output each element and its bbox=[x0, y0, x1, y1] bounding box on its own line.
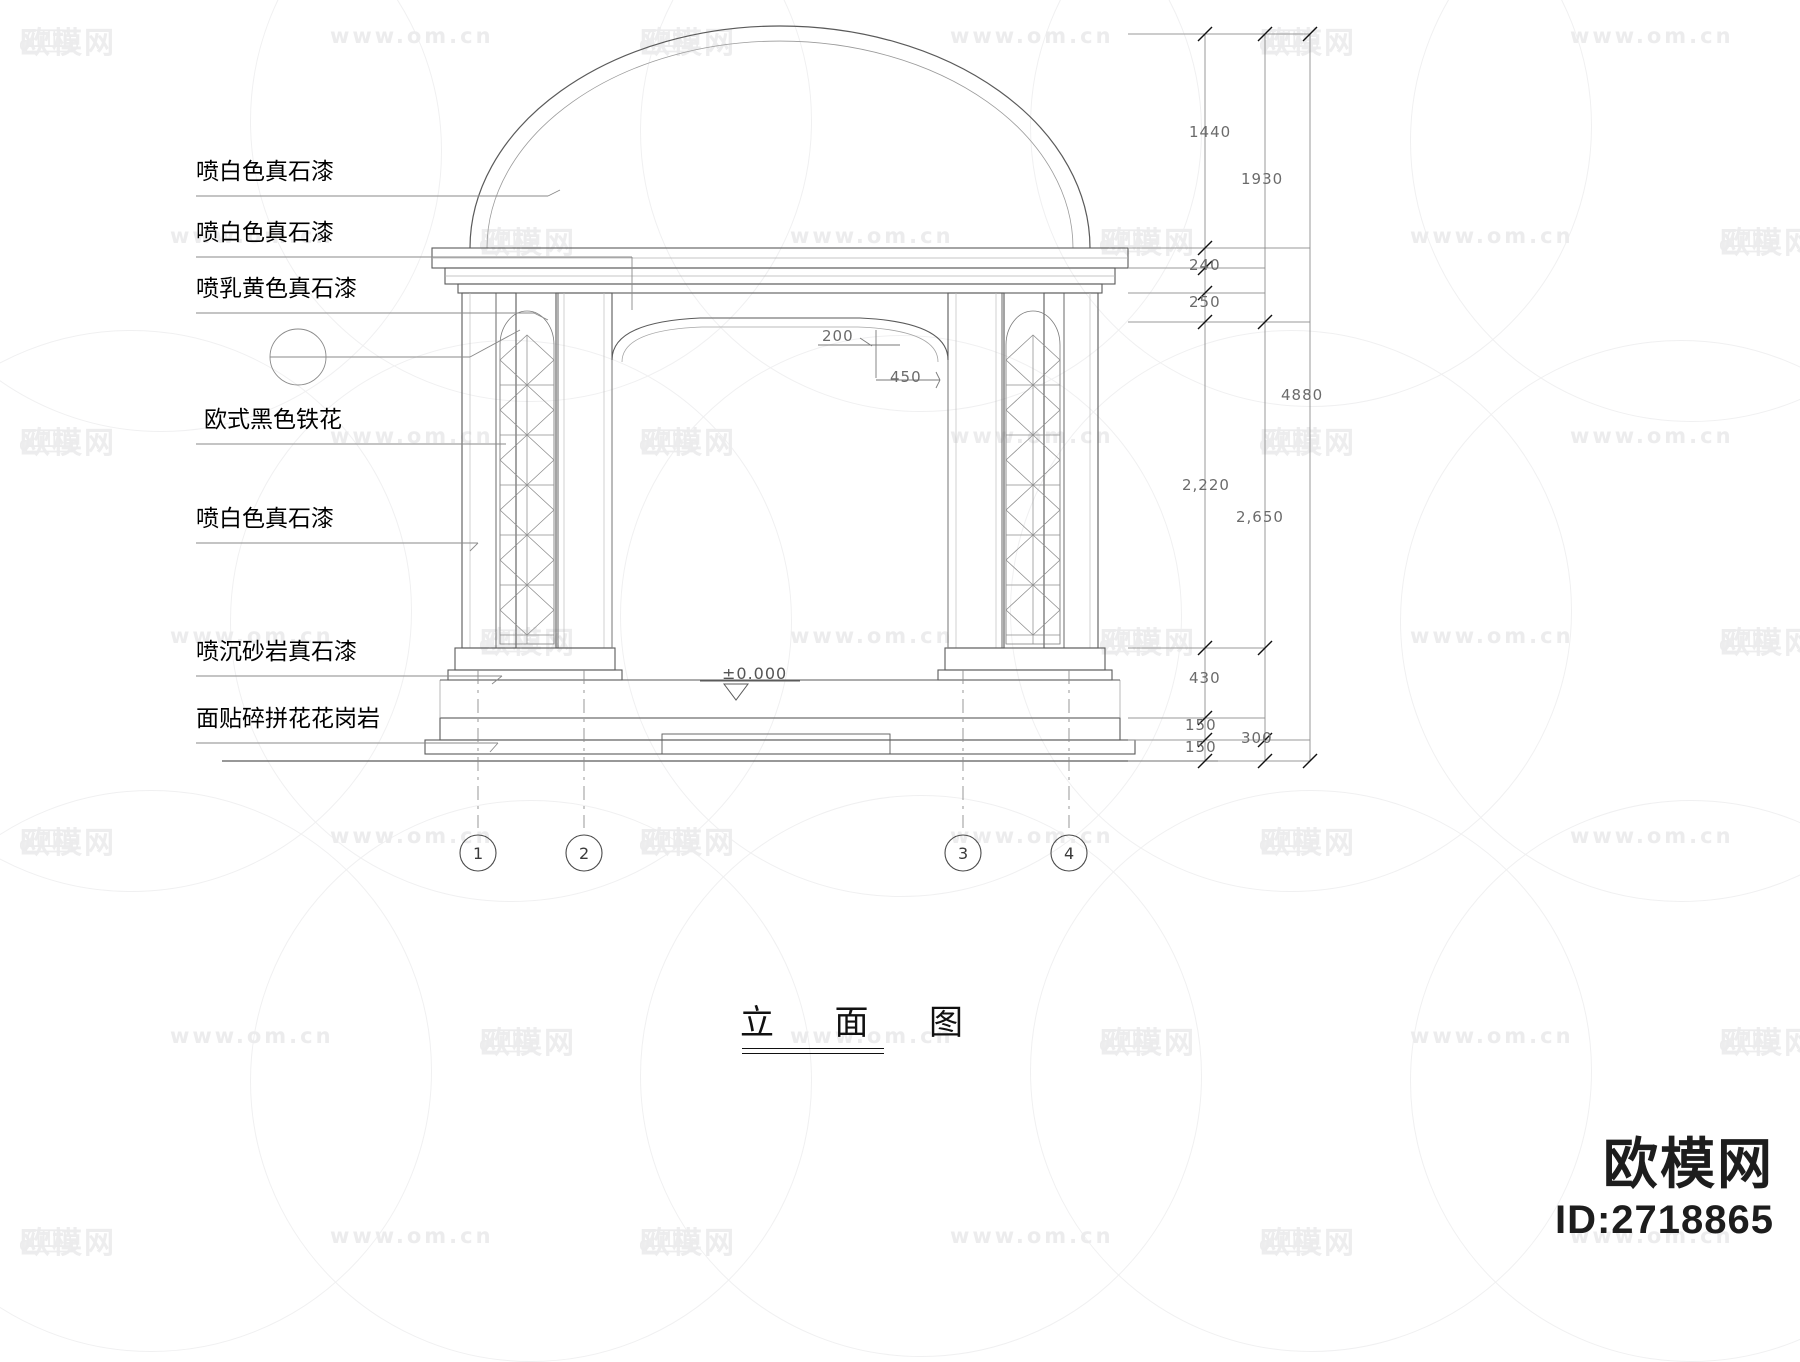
grid-marker-1: 1 bbox=[473, 844, 484, 863]
title-underline-secondary bbox=[742, 1053, 884, 1054]
leader-lines bbox=[196, 189, 633, 753]
material-annotation-a7: 面贴碎拼花花岗岩 bbox=[196, 706, 380, 731]
dimension-label-vertical_inner-4: 430 bbox=[1189, 669, 1221, 687]
cornice bbox=[431, 247, 1129, 294]
drawing-title: 立 面 图 bbox=[740, 1005, 989, 1042]
dimension-label-vertical_inner-5: 150 bbox=[1185, 716, 1217, 734]
material-annotation-a3: 喷乳黄色真石漆 bbox=[196, 276, 357, 301]
material-annotation-a2: 喷白色真石漆 bbox=[196, 220, 334, 245]
column-right bbox=[937, 292, 1113, 681]
brand-block: 欧模网 ID:2718865 bbox=[1555, 1133, 1774, 1244]
grid-marker-2: 2 bbox=[579, 844, 590, 863]
grid-reference-lines bbox=[477, 670, 1070, 828]
material-annotation-a1: 喷白色真石漆 bbox=[196, 159, 334, 184]
brand-name: 欧模网 bbox=[1602, 1132, 1774, 1195]
dome-outline bbox=[469, 25, 1091, 249]
dimension-label-vertical_inner-3: 2,220 bbox=[1182, 476, 1230, 494]
base-plinth bbox=[424, 679, 1136, 755]
dimension-label-arch_detail-1: 450 bbox=[890, 368, 922, 386]
material-annotation-a6: 喷沉砂岩真石漆 bbox=[196, 639, 357, 664]
dimension-label-vertical_middle-2: 300 bbox=[1241, 729, 1273, 747]
dimension-label-vertical_middle-1: 2,650 bbox=[1236, 508, 1284, 526]
ironwork-left bbox=[499, 334, 555, 644]
arch-dimension-detail bbox=[818, 330, 941, 389]
level-marker-label: ±0.000 bbox=[722, 664, 788, 683]
title-underline bbox=[742, 1048, 884, 1049]
dimension-label-vertical_inner-1: 240 bbox=[1189, 256, 1221, 274]
dimension-label-vertical_inner-2: 250 bbox=[1189, 293, 1221, 311]
grid-marker-3: 3 bbox=[958, 844, 969, 863]
column-left bbox=[447, 292, 623, 681]
dimension-label-vertical_middle-0: 1930 bbox=[1241, 170, 1284, 188]
grid-bubbles bbox=[459, 834, 1088, 872]
cad-drawing-canvas bbox=[196, 25, 1318, 872]
material-annotation-a5: 喷白色真石漆 bbox=[196, 506, 334, 531]
dimension-label-arch_detail-0: 200 bbox=[822, 327, 854, 345]
dimension-lines bbox=[1128, 26, 1318, 769]
dimension-label-vertical_outer-0: 4880 bbox=[1281, 386, 1324, 404]
material-annotation-a4: 欧式黑色铁花 bbox=[204, 407, 342, 432]
ironwork-right bbox=[1005, 334, 1061, 644]
level-marker-symbol bbox=[700, 680, 800, 701]
central-arch bbox=[611, 317, 949, 648]
grid-marker-4: 4 bbox=[1064, 844, 1075, 863]
dimension-label-vertical_inner-0: 1440 bbox=[1189, 123, 1232, 141]
brand-id: ID:2718865 bbox=[1554, 1198, 1774, 1242]
dimension-label-vertical_inner-6: 150 bbox=[1185, 738, 1217, 756]
